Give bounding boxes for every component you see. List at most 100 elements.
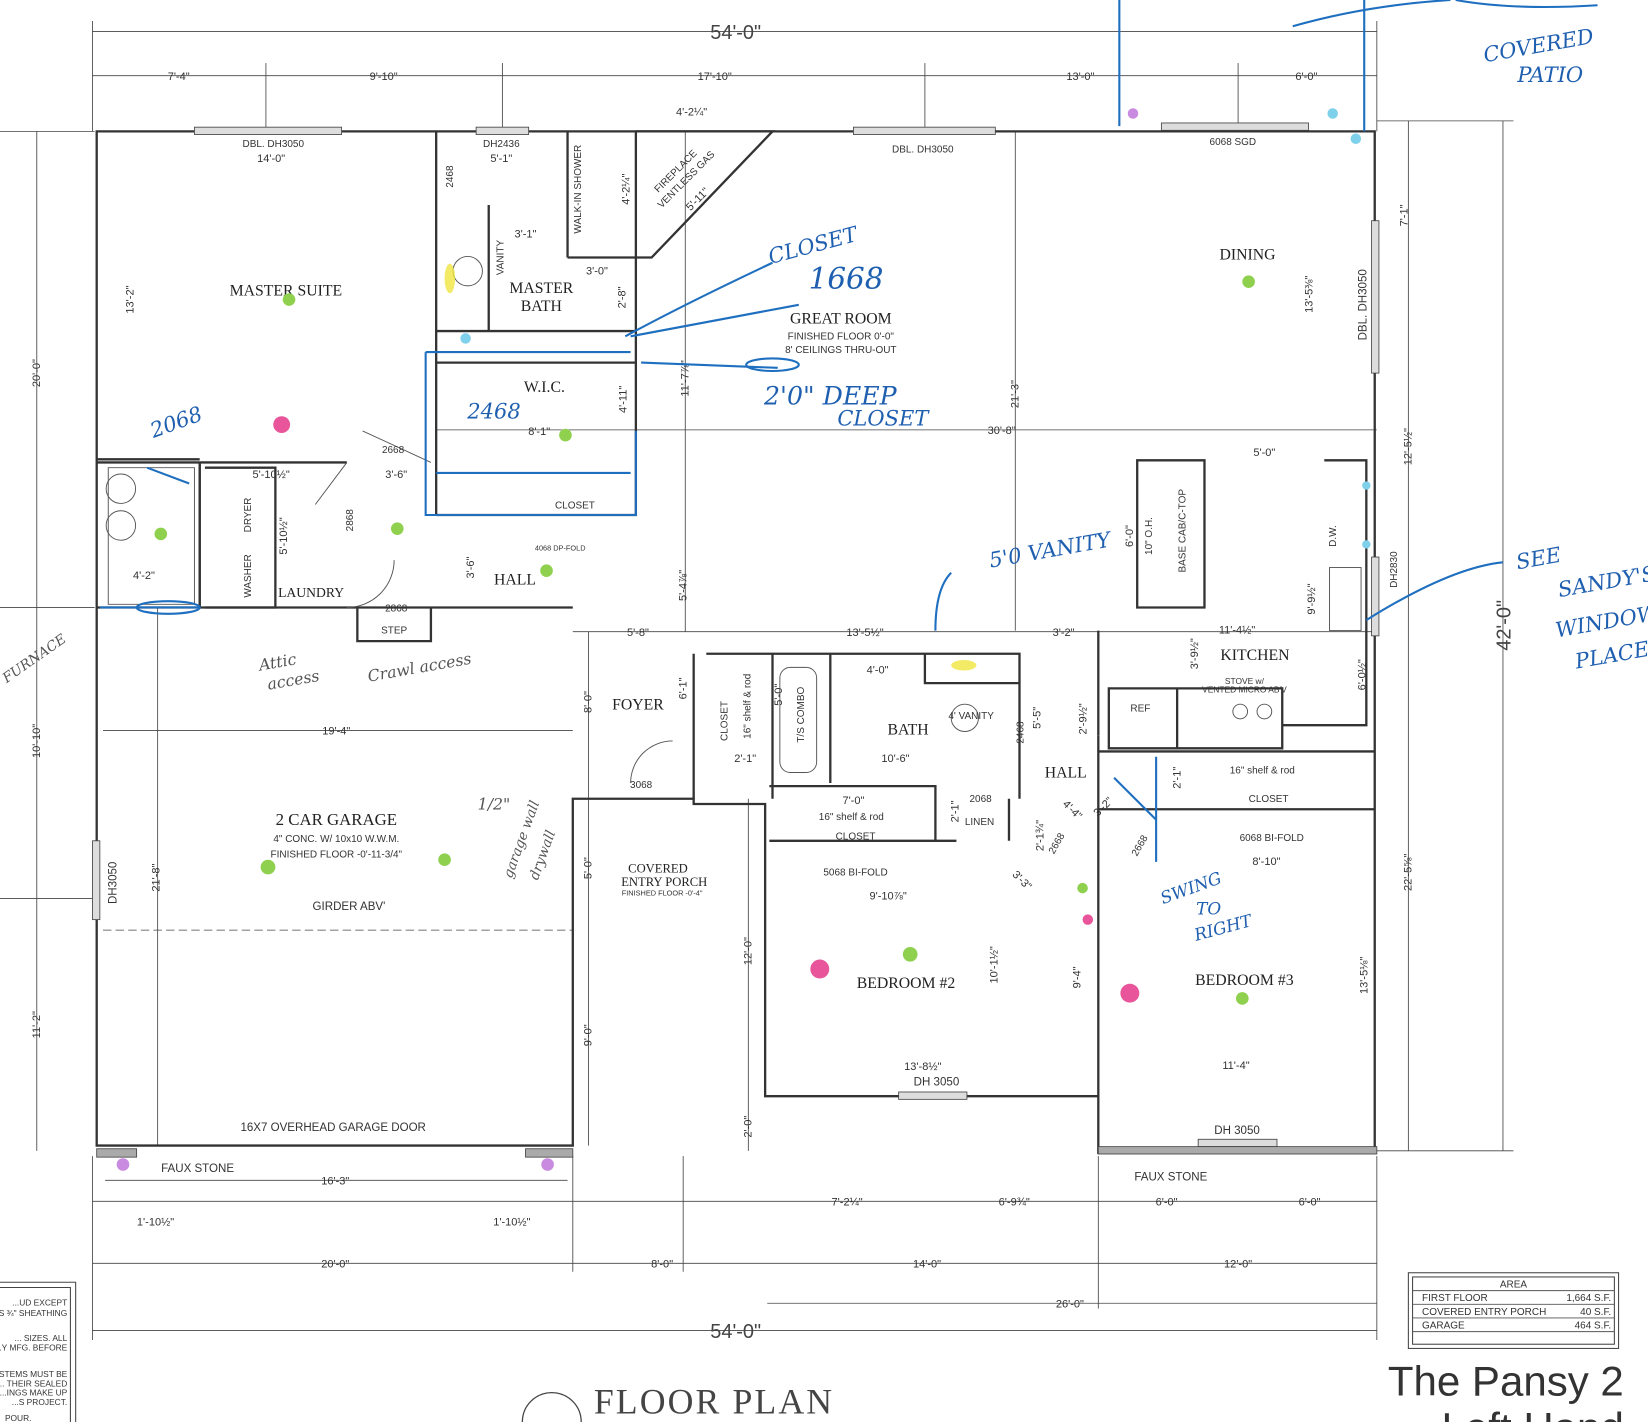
window-label: DBL. DH3050 xyxy=(243,139,305,150)
window xyxy=(898,1091,968,1100)
dim: 12'-0" xyxy=(742,937,754,965)
dim: 4'-2" xyxy=(133,570,155,582)
dim: 7'-1" xyxy=(1398,204,1410,226)
windows xyxy=(92,122,1380,1158)
dim: 20'-0" xyxy=(321,1259,349,1271)
vanity-label: VANITY xyxy=(495,240,506,276)
window-label: DH2830 xyxy=(1389,551,1400,588)
garage-conc: 4" CONC. W/ 10x10 W.W.M. xyxy=(273,834,399,845)
area-label: COVERED ENTRY PORCH xyxy=(1422,1307,1546,1318)
yellow-mark xyxy=(951,660,977,671)
dim: 4'-0" xyxy=(867,665,889,677)
dim: 2'-1" xyxy=(950,800,962,822)
closet-label: CLOSET xyxy=(719,701,730,741)
dim: 5'-4⅞" xyxy=(677,570,689,601)
door-label: 5068 BI-FOLD xyxy=(823,867,887,878)
dim: 7'-0" xyxy=(842,795,864,807)
dim: 2'-9½" xyxy=(1078,703,1090,734)
plan-title: The Pansy 2 xyxy=(1388,1358,1624,1405)
note-deep-closet: 2'0" DEEP xyxy=(763,382,898,411)
dim: 9'-10⅞" xyxy=(869,891,906,903)
overhang-label: 10" O.H. xyxy=(1144,517,1155,555)
door-label: 6068 BI-FOLD xyxy=(1240,833,1304,844)
dim: 5'-8" xyxy=(627,627,649,639)
room-master-bath: MASTER xyxy=(509,280,573,297)
dim: 6'-0" xyxy=(1156,1196,1178,1208)
dim: 13'-2" xyxy=(124,285,136,313)
dim: 8'-10" xyxy=(1252,856,1280,868)
green-dot xyxy=(438,853,451,867)
note-2468: 2468 xyxy=(466,398,520,423)
dim: 5'-0" xyxy=(773,684,785,706)
window xyxy=(1197,1138,1278,1148)
dim: 2'-1¾" xyxy=(1035,820,1047,851)
room-dining: DINING xyxy=(1220,247,1276,264)
stove-label: VENTED MICRO AB'V xyxy=(1202,685,1287,695)
dim: 5'-10½" xyxy=(278,517,290,554)
dim: 19'-4" xyxy=(322,726,350,738)
dim: 3'-0" xyxy=(586,265,608,277)
dim: 9'-0" xyxy=(583,1024,595,1046)
green-dot xyxy=(260,859,276,875)
dim: 13'-5⅜" xyxy=(1304,276,1316,313)
closet-label: CLOSET xyxy=(1249,794,1289,805)
dim: 13'-5⅛" xyxy=(1358,957,1370,994)
dim: 22'-5⅝" xyxy=(1403,854,1415,891)
dim: 21'-8" xyxy=(151,863,163,891)
window xyxy=(194,126,343,135)
purple-dot xyxy=(541,1158,554,1171)
cyan-dot xyxy=(1350,133,1362,144)
dim: 1'-10½" xyxy=(493,1216,530,1228)
great-room-ceiling: 8' CEILINGS THRU-OUT xyxy=(785,345,896,356)
window-label: DH 3050 xyxy=(1214,1125,1260,1137)
pink-dot xyxy=(810,959,830,979)
cyan-dot xyxy=(460,333,471,344)
closet-label: CLOSET xyxy=(836,832,876,843)
shelf-label: 16" shelf & rod xyxy=(1230,766,1295,777)
dim: 42'-0" xyxy=(1493,600,1515,651)
note-line: ...UD EXCEPT xyxy=(12,1297,67,1307)
porch-floor: FINISHED FLOOR -0'-4" xyxy=(622,888,703,897)
faux-stone xyxy=(96,1148,138,1158)
dim: 11'-4½" xyxy=(1219,625,1256,637)
faux-stone-label: FAUX STONE xyxy=(161,1163,234,1175)
area-value: 40 S.F. xyxy=(1580,1307,1611,1318)
pink-dot xyxy=(1082,914,1094,925)
window xyxy=(1371,220,1380,374)
stove-label: STOVE w/ xyxy=(1225,676,1265,686)
note-swing: TO xyxy=(1196,898,1221,918)
cyan-dot xyxy=(1362,540,1371,549)
dim: 11'-4" xyxy=(1222,1060,1249,1072)
dim: 11'-7⅞" xyxy=(679,360,691,397)
dim: 3'-9½" xyxy=(1189,638,1201,669)
dim: 13'-0" xyxy=(1066,71,1094,83)
note-line: ... SIZES. ALL xyxy=(15,1333,68,1343)
window xyxy=(1371,556,1380,637)
dim: 2'-1" xyxy=(734,753,756,765)
shelf-label: 16" shelf & rod xyxy=(742,674,753,739)
notes-box: ...UD EXCEPT ...ES ¾" SHEATHING ... SIZE… xyxy=(0,1281,77,1422)
window-label: DH3050 xyxy=(108,862,120,904)
door-label: 3068 xyxy=(630,780,653,791)
dim: 10'-10" xyxy=(31,724,43,758)
room-labels: MASTER SUITE MASTER BATH W.I.C. GREAT RO… xyxy=(230,247,1294,992)
dim: 5'-5" xyxy=(1032,707,1044,729)
window xyxy=(1160,122,1309,131)
area-value: 1,664 S.F. xyxy=(1566,1293,1611,1304)
door-label: 2468 xyxy=(1016,721,1027,744)
marker-dots xyxy=(116,108,1371,1171)
dim: 1'-10½" xyxy=(137,1216,174,1228)
note-line: ...ES ¾" SHEATHING xyxy=(0,1308,67,1318)
room-hall: HALL xyxy=(1045,765,1087,782)
dim: 14'-0" xyxy=(913,1259,941,1271)
door-label: 2868 xyxy=(385,604,408,615)
dim: 14'-0" xyxy=(257,153,285,165)
dimension-lines xyxy=(0,21,1514,1341)
dim: 16'-3" xyxy=(321,1175,349,1187)
dim: 3'-1" xyxy=(515,229,537,241)
note-line: ...Y MFG. BEFORE xyxy=(0,1343,68,1353)
dim: 6'-0" xyxy=(1299,1196,1321,1208)
girder-label: GIRDER ABV' xyxy=(313,901,386,913)
green-dot xyxy=(154,527,168,541)
